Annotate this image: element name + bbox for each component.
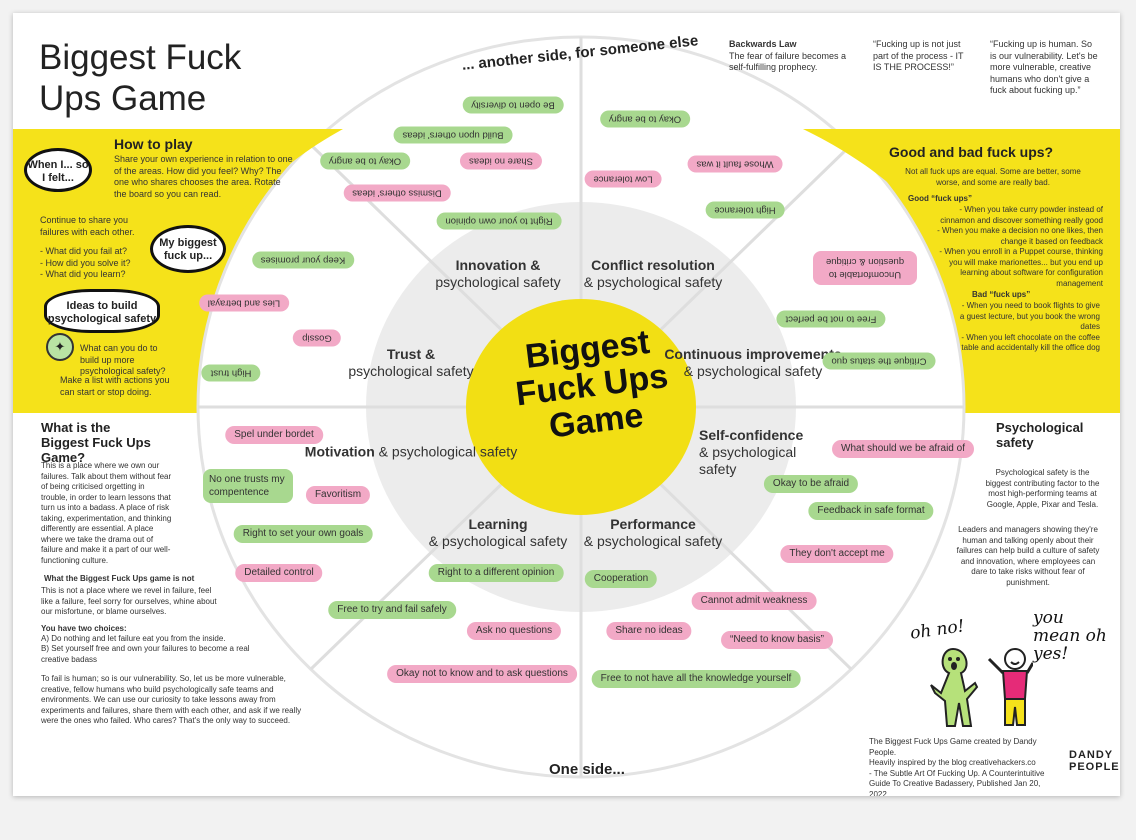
pill[interactable]: Gossip (293, 329, 341, 347)
pill[interactable]: Whose fault it was (687, 155, 783, 173)
pill[interactable]: Lies and betrayal (198, 294, 290, 312)
bad-items: - When you need to book flights to give … (958, 301, 1100, 354)
pill[interactable]: Cannot admit weakness (691, 592, 817, 610)
pill[interactable]: Keep your promises (251, 251, 355, 269)
good-items: - When you take curry powder instead of … (931, 205, 1103, 289)
page-title: Biggest Fuck Ups Game (39, 37, 299, 119)
what-is-not-heading: What the Biggest Fuck Ups game is not (44, 574, 195, 583)
pill[interactable]: Share no ideas (460, 152, 542, 170)
quote-human: “Fucking up is human. So is our vulnerab… (990, 39, 1098, 95)
poster: Biggest Fuck Ups Game ... another side, … (13, 13, 1120, 796)
pill[interactable]: Dismiss others' ideas (343, 184, 451, 202)
speech-bubble-biggest: My biggest fuck up... (150, 225, 226, 273)
question-3: - What did you learn? (40, 269, 126, 279)
comic-figures (930, 647, 1033, 727)
dandy-people-logo: DANDY PEOPLE (1069, 749, 1120, 773)
question-1: - What did you fail at? (40, 246, 128, 256)
pill[interactable]: Share no ideas (606, 622, 692, 640)
bad-item-2: - When you left chocolate on the coffee … (961, 332, 1100, 353)
bad-heading: Bad “fuck ups” (972, 290, 1031, 299)
pill[interactable]: Spel under bordet (225, 426, 323, 444)
pill[interactable]: Okay not to know and to ask questions (387, 665, 577, 683)
pill[interactable]: Okay to be angry (599, 110, 691, 128)
good-item-3: - When you enroll in a Puppet course, th… (939, 247, 1103, 288)
area-performance: Performance& psychological safety (583, 516, 723, 549)
pill[interactable]: High tolerance (705, 201, 785, 219)
pill[interactable]: Right to your own opinion (436, 212, 562, 230)
pill[interactable]: They don't accept me (780, 545, 894, 563)
area-self-confidence: Self-confidence & psychological safety (699, 427, 804, 477)
credits: The Biggest Fuck Ups Game created by Dan… (869, 737, 1059, 796)
credits-line-3: - The Subtle Art Of Fucking Up. A Counte… (869, 768, 1045, 797)
pill[interactable]: Build upon others' ideas (393, 126, 513, 144)
title-line-2: Ups Game (39, 79, 207, 118)
pill[interactable]: Okay to be afraid (763, 475, 859, 493)
pill[interactable]: Right to set your own goals (233, 525, 373, 543)
credits-line-2: Heavily inspired by the blog creativehac… (869, 758, 1036, 767)
area-trust: Trust &psychological safety (348, 346, 474, 379)
pill[interactable]: Right to a different opinion (428, 564, 564, 582)
what-is-not-text: This is not a place where we revel in fa… (41, 586, 217, 616)
lightbulb-icon: ✦ (46, 333, 74, 361)
pill[interactable]: Uncomfortable to question & critique (813, 251, 917, 285)
pill[interactable]: Free to try and fail safely (328, 601, 456, 619)
credits-line-1: The Biggest Fuck Ups Game created by Dan… (869, 737, 1037, 757)
pill[interactable]: Free to not have all the knowledge yours… (591, 670, 801, 688)
choices-heading: You have two choices: (41, 624, 127, 633)
speech-bubble-ideas: Ideas to build psychological safety (44, 289, 160, 333)
pill[interactable]: Favoritism (305, 486, 371, 504)
pill[interactable]: Be open to diversity (462, 96, 564, 114)
good-bad-intro: Not all fuck ups are equal. Some are bet… (905, 167, 1081, 187)
ideas-question: What can you do to build up more psychol… (80, 343, 166, 376)
pill[interactable]: What should we be afraid of (832, 440, 974, 458)
quote-process: “Fucking up is not just part of the proc… (873, 39, 964, 72)
how-to-play-text: Share your own experience in relation to… (114, 154, 293, 199)
what-is-heading: What is the Biggest Fuck Ups Game? (41, 420, 151, 465)
pill[interactable]: Detailed control (235, 564, 323, 582)
area-conflict: Conflict resolution& psychological safet… (583, 257, 723, 290)
how-to-play-heading: How to play (114, 136, 193, 152)
backwards-law: Backwards Law The fear of failure become… (729, 39, 854, 74)
pill[interactable]: Feedback in safe format (808, 502, 934, 520)
bottom-side-label: One side... (549, 761, 625, 778)
title-line-1: Biggest Fuck (39, 38, 242, 77)
good-heading: Good “fuck ups” (908, 194, 972, 203)
pill[interactable]: Ask no questions (466, 622, 562, 640)
what-is-text: This is a place where we own our failure… (41, 461, 172, 565)
continue-text: Continue to share you failures with each… (40, 215, 135, 237)
good-item-2: - When you make a decision no one likes,… (937, 226, 1103, 246)
pill[interactable]: Free to not be perfect (776, 310, 886, 328)
pill[interactable]: Cooperation (584, 570, 658, 588)
area-continuous: Continuous improvements& psychological s… (664, 346, 842, 379)
closing-text: To fail is human; so is our vulnerabilit… (41, 674, 302, 725)
area-innovation: Innovation &psychological safety (435, 257, 561, 290)
question-2: - How did you solve it? (40, 257, 131, 268)
pill[interactable]: “Need to know basis” (721, 631, 833, 649)
choice-a: A) Do nothing and let failure eat you fr… (41, 634, 226, 643)
psych-heading: Psychological safety (996, 420, 1084, 450)
bad-item-1: - When you need to book flights to give … (959, 301, 1100, 331)
pill[interactable]: High trust (201, 364, 261, 382)
backwards-law-text: The fear of failure becomes a self-fulfi… (729, 50, 847, 73)
speech-bubble-when: When I... so I felt... (24, 148, 92, 192)
good-bad-heading: Good and bad fuck ups? (889, 144, 1054, 160)
pill[interactable]: Low tolerance (584, 170, 662, 188)
psych-text-2: Leaders and managers showing they're hum… (956, 525, 1100, 587)
psych-text-1: Psychological safety is the biggest cont… (985, 468, 1100, 509)
backwards-law-title: Backwards Law (729, 39, 797, 49)
pill[interactable]: Critique the status quo (822, 352, 936, 370)
ideas-text: Make a list with actions you can start o… (60, 375, 170, 397)
questions-list: - What did you fail at? - How did you so… (40, 246, 131, 281)
area-learning: Learning& psychological safety (428, 516, 568, 549)
pill[interactable]: No one trusts my compentence (203, 469, 293, 503)
pill[interactable]: Okay to be angry (319, 152, 411, 170)
good-item-1: - When you take curry powder instead of … (940, 205, 1103, 225)
choice-b: B) Set yourself free and own your failur… (41, 644, 250, 664)
comic-you-mean: you mean oh yes! (1033, 608, 1107, 664)
area-motivation: Motivation & psychological safety (304, 443, 518, 460)
